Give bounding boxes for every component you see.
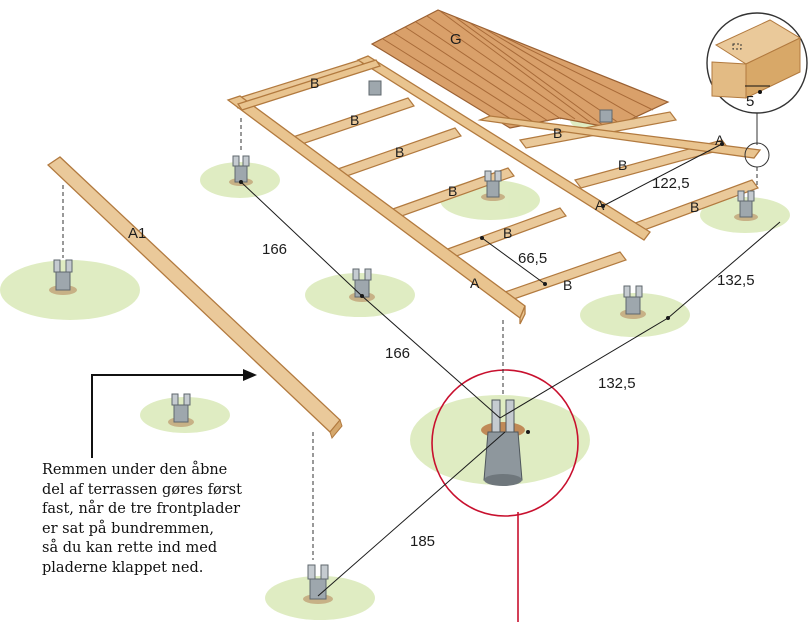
label-a: A xyxy=(470,275,480,291)
post-anchor xyxy=(368,80,382,96)
note-line: del af terrassen gøres først xyxy=(42,481,242,498)
post-anchor xyxy=(49,259,77,295)
deck-boards xyxy=(370,9,670,129)
label-b: B xyxy=(553,125,562,141)
note-line: er sat på bundremmen, xyxy=(42,520,214,537)
label-a: A xyxy=(715,132,725,148)
dimension-166-lower: 166 xyxy=(385,345,410,362)
label-b: B xyxy=(503,225,512,241)
dimension-166-upper: 166 xyxy=(262,241,287,258)
note-line: fast, når de tre frontplader xyxy=(42,501,240,517)
part-labels: G A1 A A A B B B B B B B B B 5 xyxy=(128,31,754,293)
label-a: A xyxy=(595,197,605,213)
post-anchor xyxy=(303,564,333,604)
note-line: Remmen under den åbne xyxy=(42,462,228,478)
label-b: B xyxy=(690,199,699,215)
dimension-labels: 166 166 132,5 132,5 122,5 66,5 185 xyxy=(262,175,755,550)
post-anchor xyxy=(620,285,646,319)
detail-dimension-5: 5 xyxy=(746,93,754,110)
dimension-132-5-lower: 132,5 xyxy=(598,375,636,392)
callout-arrow xyxy=(91,369,257,458)
alignment-guides xyxy=(62,118,758,560)
beams xyxy=(226,55,762,325)
note-line: så du kan rette ind med xyxy=(42,540,218,556)
label-g: G xyxy=(450,31,462,48)
corner-detail-inset xyxy=(706,12,808,168)
note-line: pladerne klappet ned. xyxy=(42,559,204,576)
label-b: B xyxy=(448,183,457,199)
post-anchor xyxy=(168,393,194,427)
label-a1: A1 xyxy=(128,225,146,242)
dimension-122-5: 122,5 xyxy=(652,175,690,192)
magnified-post-detail xyxy=(431,369,579,622)
label-b: B xyxy=(310,75,319,91)
loose-beam-a1 xyxy=(46,156,343,440)
post-anchor xyxy=(599,109,613,123)
label-b: B xyxy=(395,144,404,160)
label-b: B xyxy=(563,277,572,293)
dimension-ticks xyxy=(239,142,724,434)
label-b: B xyxy=(350,112,359,128)
dimension-185: 185 xyxy=(410,533,435,550)
dimension-132-5-upper: 132,5 xyxy=(717,272,755,289)
dimension-lines xyxy=(240,143,781,597)
post-anchor xyxy=(481,170,505,201)
post-anchor xyxy=(229,155,253,186)
post-anchor xyxy=(734,190,758,221)
instruction-note: Remmen under den åbne del af terrassen g… xyxy=(42,461,312,578)
label-b: B xyxy=(618,157,627,173)
dimension-66-5: 66,5 xyxy=(518,250,547,267)
